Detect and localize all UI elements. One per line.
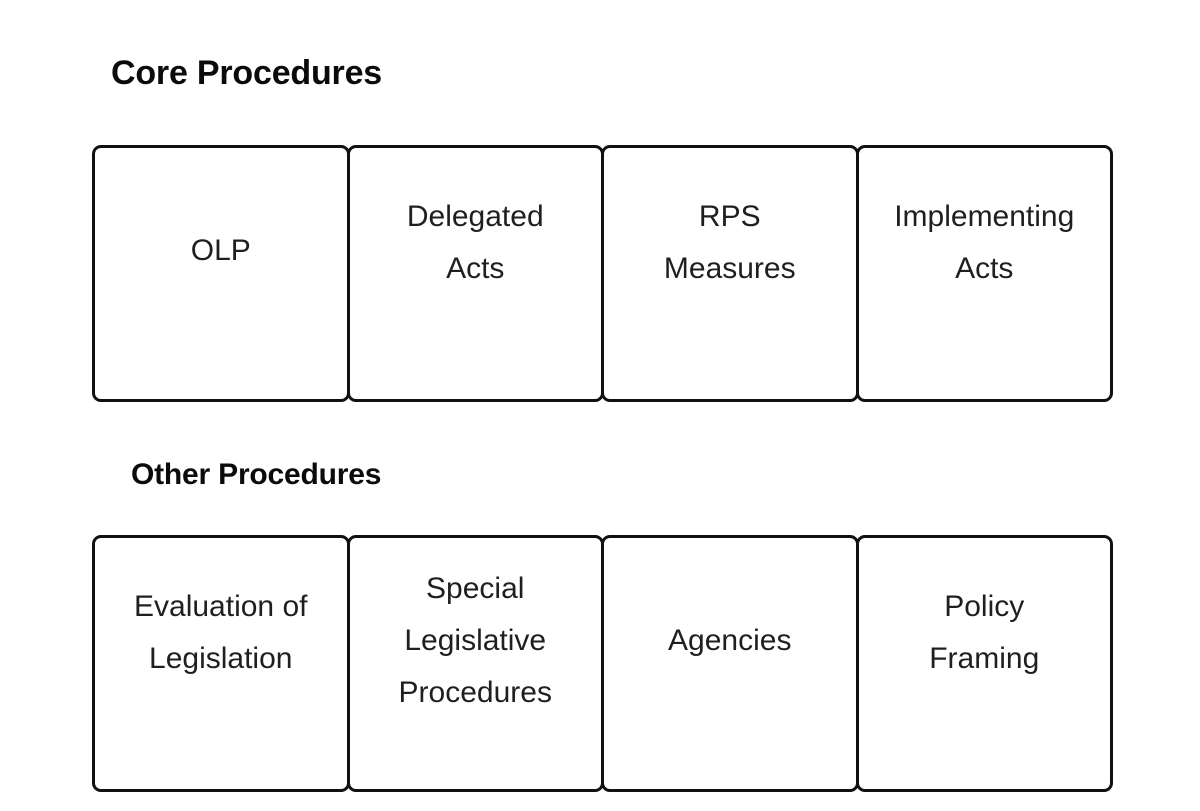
procedure-box-label: Delegated Acts bbox=[406, 200, 544, 286]
procedure-box-implementing-acts[interactable]: Implementing Acts bbox=[855, 145, 1113, 402]
other-procedures-row: Evaluation of Legislation Special Legisl… bbox=[92, 535, 1113, 792]
procedure-box-label: Agencies bbox=[668, 623, 792, 657]
procedure-box-delegated-acts[interactable]: Delegated Acts bbox=[346, 145, 604, 402]
core-procedures-row: OLP Delegated Acts RPS Measures Implemen… bbox=[92, 145, 1113, 402]
procedure-box-agencies[interactable]: Agencies bbox=[601, 535, 859, 792]
section-heading-other-procedures: Other Procedures bbox=[131, 458, 382, 491]
procedure-box-policy-framing[interactable]: Policy Framing bbox=[855, 535, 1113, 792]
procedure-box-label: Policy Framing bbox=[929, 590, 1040, 676]
procedure-box-label: OLP bbox=[190, 233, 251, 267]
procedure-box-label: Implementing Acts bbox=[894, 200, 1075, 286]
procedure-box-label: Special Legislative Procedures bbox=[398, 571, 552, 709]
procedure-box-evaluation-of-legislation[interactable]: Evaluation of Legislation bbox=[92, 535, 350, 792]
procedure-box-rps-measures[interactable]: RPS Measures bbox=[601, 145, 859, 402]
procedure-box-olp[interactable]: OLP bbox=[92, 145, 350, 402]
procedure-box-label: RPS Measures bbox=[663, 200, 796, 286]
procedure-box-label: Evaluation of Legislation bbox=[134, 590, 308, 676]
section-heading-core-procedures: Core Procedures bbox=[111, 54, 382, 92]
procedure-box-special-legislative-procedures[interactable]: Special Legislative Procedures bbox=[346, 535, 604, 792]
